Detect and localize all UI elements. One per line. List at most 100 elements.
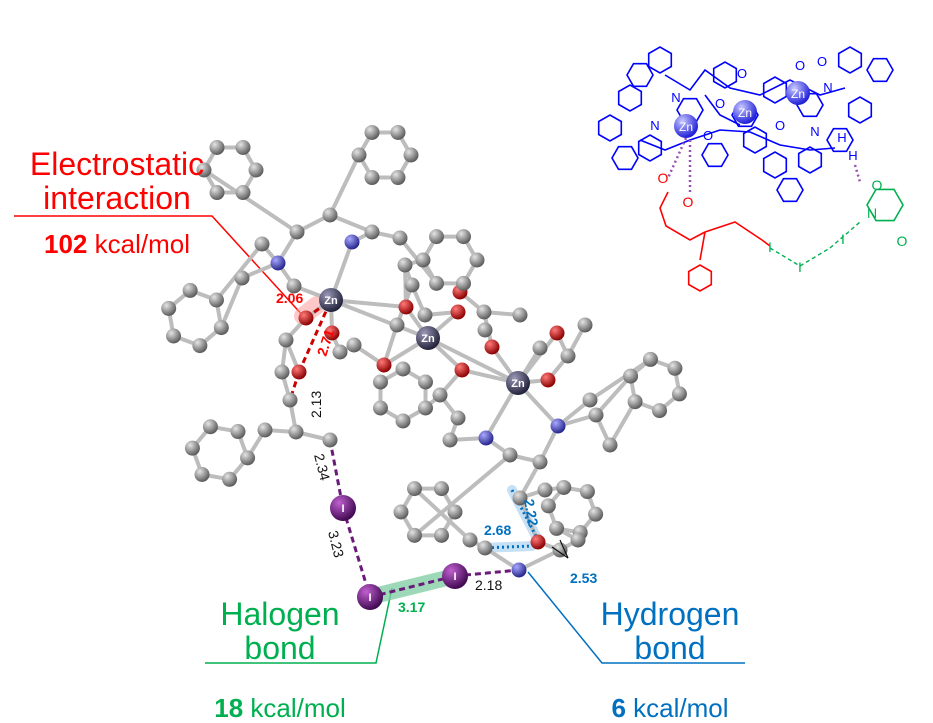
distance-2-22: 2.22 xyxy=(521,498,542,528)
carbon-atom xyxy=(364,124,380,140)
carbon-atom xyxy=(202,419,218,435)
carbon-atom xyxy=(469,252,485,268)
electrostatic-energy-value: 102 xyxy=(44,229,88,260)
carbon-atom xyxy=(372,400,388,416)
schematic-zinc-label: Zn xyxy=(791,87,805,101)
carbon-atom xyxy=(540,498,556,514)
carbon-atom xyxy=(230,424,246,440)
carbon-atom xyxy=(434,527,449,543)
distance-2-68: 2.68 xyxy=(484,522,511,538)
carbon-atom xyxy=(389,317,405,333)
carbon-atom xyxy=(392,230,408,246)
halogen-leader-line xyxy=(205,587,393,664)
carbon-atom xyxy=(652,403,668,419)
iodine-label: I xyxy=(368,592,371,604)
nitrogen-atom xyxy=(478,430,494,446)
schematic-ring xyxy=(826,127,854,153)
schematic-nitrogen-label: N xyxy=(671,90,680,105)
distance-2-53: 2.53 xyxy=(570,570,597,586)
callout-leader-lines xyxy=(14,215,745,664)
distance-3-17: 3.17 xyxy=(398,599,425,615)
schematic-iodine-label-1: I xyxy=(768,239,772,255)
carbon-atom xyxy=(194,466,210,482)
schematic-substrate-oxygen-1: O xyxy=(658,170,669,186)
hydrogen-title-line1: Hydrogen xyxy=(600,596,740,632)
oxygen-atom xyxy=(484,339,500,355)
carbon-atom xyxy=(477,322,493,338)
carbon-atom xyxy=(417,307,433,323)
bond xyxy=(588,357,653,402)
carbon-atom xyxy=(395,361,411,377)
carbon-atom xyxy=(395,413,411,429)
carbon-atom xyxy=(161,300,177,316)
carbon-atom xyxy=(407,527,422,543)
carbon-atom xyxy=(582,392,598,408)
carbon-atom xyxy=(570,532,586,548)
schematic-iodine-label-2: I xyxy=(798,259,802,275)
schematic-zn-o-contact xyxy=(666,137,688,179)
halogen-bond-callout: Halogen bond 18 kcal/mol xyxy=(190,597,370,723)
halogen-energy-unit: kcal/mol xyxy=(250,693,346,723)
carbon-atom xyxy=(393,504,409,520)
carbon-atom xyxy=(456,275,471,291)
carbon-atom xyxy=(364,224,380,240)
schematic-ring xyxy=(617,84,643,112)
carbon-atom xyxy=(390,170,406,186)
carbon-atom xyxy=(235,185,251,201)
contact-2-22 xyxy=(510,489,540,541)
carbon-atom xyxy=(213,320,229,336)
electrostatic-energy: 102 kcal/mol xyxy=(14,231,220,258)
schematic-substrate-oxygen-2: O xyxy=(683,194,694,210)
bond xyxy=(412,486,472,542)
carbon-atom xyxy=(390,124,406,140)
carbon-atom xyxy=(502,447,518,463)
carbon-atom xyxy=(322,207,338,223)
carbon-atom xyxy=(289,224,305,240)
schematic-zinc-label: Zn xyxy=(738,106,752,120)
schematic-substrate-phenyl xyxy=(687,264,713,292)
schematic-ring xyxy=(837,46,863,74)
hydrogen-leader-line xyxy=(527,571,745,664)
zinc-label: Zn xyxy=(421,333,435,345)
carbon-atom xyxy=(397,257,413,273)
zinc-atom xyxy=(319,288,343,312)
carbon-atom xyxy=(552,542,568,558)
halogen-title-line2: bond xyxy=(244,629,316,666)
carbon-atom xyxy=(671,386,687,402)
carbon-atom xyxy=(208,292,224,308)
carbon-atom xyxy=(286,278,302,294)
zinc-label: Zn xyxy=(324,295,338,307)
schematic-zinc-atom xyxy=(733,100,757,124)
schematic-ring xyxy=(742,126,768,154)
oxygen-atom xyxy=(530,534,546,550)
schematic-ring xyxy=(762,76,788,104)
bond xyxy=(608,399,638,447)
schematic-zinc-atom xyxy=(674,114,698,138)
schematic-ring xyxy=(611,145,639,171)
distance-labels: 2.06 2.71 2.13 2.34 3.23 3.17 2.18 2.68 … xyxy=(276,290,597,615)
carbon-atom xyxy=(404,277,420,293)
carbon-atom xyxy=(415,252,431,268)
carbon-atom xyxy=(182,282,198,298)
schematic-substrate-bond xyxy=(699,231,706,261)
bond xyxy=(328,213,374,234)
iodine-label: I xyxy=(341,503,344,515)
carbon-atom xyxy=(560,348,576,364)
schematic-bond xyxy=(664,68,846,96)
nitrogen-atom xyxy=(550,418,566,434)
carbon-atom xyxy=(577,317,593,333)
schematic-ring xyxy=(866,57,894,83)
carbon-atom xyxy=(192,338,208,354)
distance-2-18: 2.18 xyxy=(475,577,502,593)
bond xyxy=(594,374,633,417)
hydrogen-energy: 6 kcal/mol xyxy=(590,695,750,722)
distance-2-53-tick xyxy=(559,539,569,559)
carbon-atom xyxy=(442,432,458,448)
carbon-atom xyxy=(346,337,362,353)
carbon-atom xyxy=(184,440,200,456)
schematic-ring xyxy=(847,96,873,124)
nitrogen-atom xyxy=(344,234,360,250)
carbon-atom xyxy=(209,139,225,155)
carbon-atom xyxy=(235,139,251,155)
